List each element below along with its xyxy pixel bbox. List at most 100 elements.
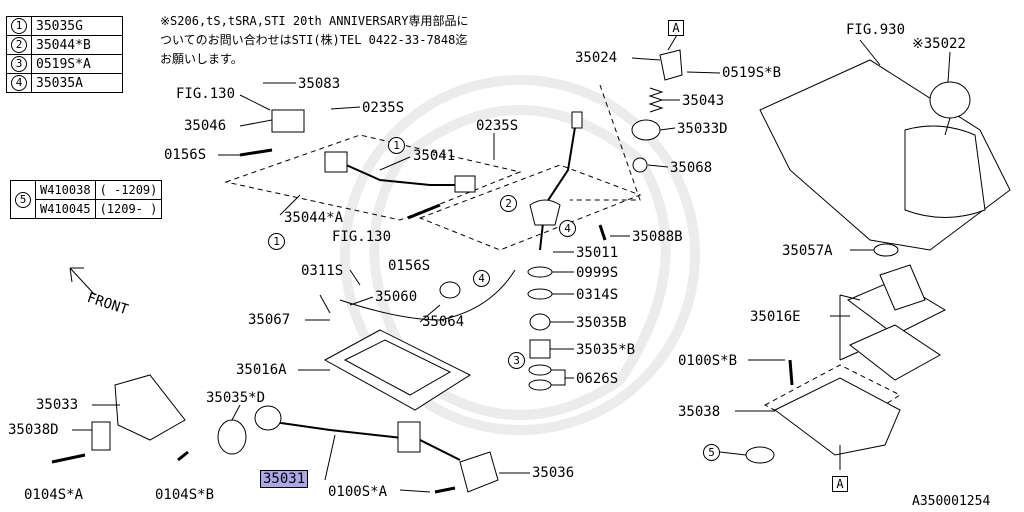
label-35031-highlight[interactable]: 35031 bbox=[260, 470, 309, 488]
label-35068: 35068 bbox=[670, 160, 713, 176]
diagram-reference-code: A350001254 bbox=[912, 494, 991, 509]
legend-table-five: 5 W410038 ( -1209) W410045 (1209- ) bbox=[10, 180, 163, 219]
legend-num: 5 bbox=[15, 191, 31, 208]
ring-0314s bbox=[527, 288, 553, 300]
bracket-35038 bbox=[774, 377, 901, 456]
legend-num: 4 bbox=[11, 75, 27, 91]
label-0235s-a: 0235S bbox=[362, 100, 405, 116]
cap-35057a bbox=[873, 243, 899, 257]
cable-35064 bbox=[339, 269, 516, 321]
label-35035d: 35035*D bbox=[206, 390, 266, 406]
bolt-0156s-a bbox=[239, 148, 273, 157]
rod-mount bbox=[397, 421, 421, 453]
legend-num: 1 bbox=[11, 18, 27, 34]
label-35038: 35038 bbox=[678, 404, 721, 420]
arm-end-left bbox=[324, 151, 348, 173]
label-0100sa: 0100S*A bbox=[328, 484, 388, 500]
marker-circle-4-a: 4 bbox=[559, 220, 576, 237]
spring-35043 bbox=[648, 87, 664, 113]
label-35035b2: 35035*B bbox=[576, 342, 636, 358]
bolt-0104sa bbox=[51, 453, 86, 464]
label-0104sa: 0104S*A bbox=[24, 487, 84, 503]
label-35057a: 35057A bbox=[782, 243, 833, 259]
shift-lever-rod bbox=[539, 114, 578, 251]
bush-35033d bbox=[631, 119, 661, 141]
dashed-box-bracket bbox=[763, 364, 902, 441]
label-35044a: 35044*A bbox=[284, 210, 344, 226]
sti-note: ※S206,tS,tSRA,STI 20th ANNIVERSARY専用部品に … bbox=[160, 12, 468, 69]
label-35024: 35024 bbox=[575, 50, 618, 66]
marker-circle-5: 5 bbox=[703, 444, 720, 461]
label-0314s: 0314S bbox=[576, 287, 619, 303]
ring-0999s bbox=[527, 266, 553, 278]
label-0519sb: 0519S*B bbox=[722, 65, 782, 81]
label-0156s-b: 0156S bbox=[388, 258, 431, 274]
label-0235s-b: 0235S bbox=[476, 118, 519, 134]
marker-circle-2: 2 bbox=[500, 195, 517, 212]
label-35011: 35011 bbox=[576, 245, 619, 261]
dashed-guide-a bbox=[570, 84, 641, 201]
marker-a-top: A bbox=[668, 20, 684, 36]
label-35036: 35036 bbox=[532, 465, 575, 481]
part-35024 bbox=[659, 49, 683, 81]
label-35022: ※35022 bbox=[912, 36, 966, 52]
legend-range: (1209- ) bbox=[94, 199, 163, 219]
legend-part: 0519S*A bbox=[31, 54, 123, 74]
bush-35035b2 bbox=[529, 339, 551, 359]
legend-part: 35035A bbox=[31, 73, 123, 93]
mount-35036 bbox=[459, 451, 499, 493]
legend-num: 3 bbox=[11, 56, 27, 72]
dashed-box-right bbox=[418, 164, 642, 251]
label-0999s: 0999S bbox=[576, 265, 619, 281]
legend-part: W410045 bbox=[35, 199, 96, 219]
label-0104sb: 0104S*B bbox=[155, 487, 215, 503]
legend-part: 35044*B bbox=[31, 35, 123, 55]
legend-num: 2 bbox=[11, 37, 27, 53]
label-35038d: 35038D bbox=[8, 422, 59, 438]
plate-35016e-b bbox=[849, 324, 941, 381]
marker-a-bottom: A bbox=[832, 476, 848, 492]
arm-end-right bbox=[454, 175, 476, 193]
label-35060: 35060 bbox=[375, 289, 418, 305]
washer-35068 bbox=[632, 157, 648, 173]
marker-circle-4-b: 4 bbox=[473, 270, 490, 287]
ring-0626s-b bbox=[528, 379, 552, 391]
knob-stem bbox=[944, 117, 951, 136]
bolt-0104sb bbox=[177, 450, 189, 462]
label-0156s-a: 0156S bbox=[164, 147, 207, 163]
note-line-3: お願いします。 bbox=[160, 52, 243, 66]
dashed-box-upper bbox=[224, 134, 522, 221]
label-fig930: FIG.930 bbox=[846, 22, 906, 38]
ring-0626s-a bbox=[528, 364, 552, 376]
clip-35064 bbox=[439, 281, 461, 299]
legend-part: W410038 bbox=[35, 180, 96, 200]
plate-35038d bbox=[91, 421, 111, 451]
bolt-0100sb bbox=[788, 359, 794, 386]
bolt-0100sa bbox=[434, 486, 456, 494]
legend-row: 5 W410038 ( -1209) bbox=[10, 180, 163, 219]
label-0100sb: 0100S*B bbox=[678, 353, 738, 369]
label-35083: 35083 bbox=[298, 76, 341, 92]
label-35016a: 35016A bbox=[236, 362, 287, 378]
label-35064: 35064 bbox=[422, 314, 465, 330]
label-fig130-a: FIG.130 bbox=[176, 86, 236, 102]
note-line-1: ※S206,tS,tSRA,STI 20th ANNIVERSARY専用部品に bbox=[160, 14, 469, 28]
label-0311s: 0311S bbox=[301, 263, 344, 279]
rod-end bbox=[254, 405, 282, 431]
legend-row: W410045 (1209- ) bbox=[11, 199, 163, 219]
label-35088b: 35088B bbox=[632, 229, 683, 245]
label-35043: 35043 bbox=[682, 93, 725, 109]
label-35016e: 35016E bbox=[750, 309, 801, 325]
front-arrow-icon bbox=[69, 267, 96, 296]
legend-row: 2 35044*B bbox=[6, 35, 123, 55]
shift-lever-top bbox=[571, 111, 583, 129]
label-35035b: 35035B bbox=[576, 315, 627, 331]
bolt-35088b bbox=[598, 224, 607, 241]
legend-row: 1 35035G bbox=[6, 16, 123, 36]
label-35033d: 35033D bbox=[677, 121, 728, 137]
legend-row: 4 35035A bbox=[6, 73, 123, 93]
marker-circle-3: 3 bbox=[508, 352, 525, 369]
legend-row: 3 0519S*A bbox=[6, 54, 123, 74]
arm-35041 bbox=[334, 159, 465, 186]
